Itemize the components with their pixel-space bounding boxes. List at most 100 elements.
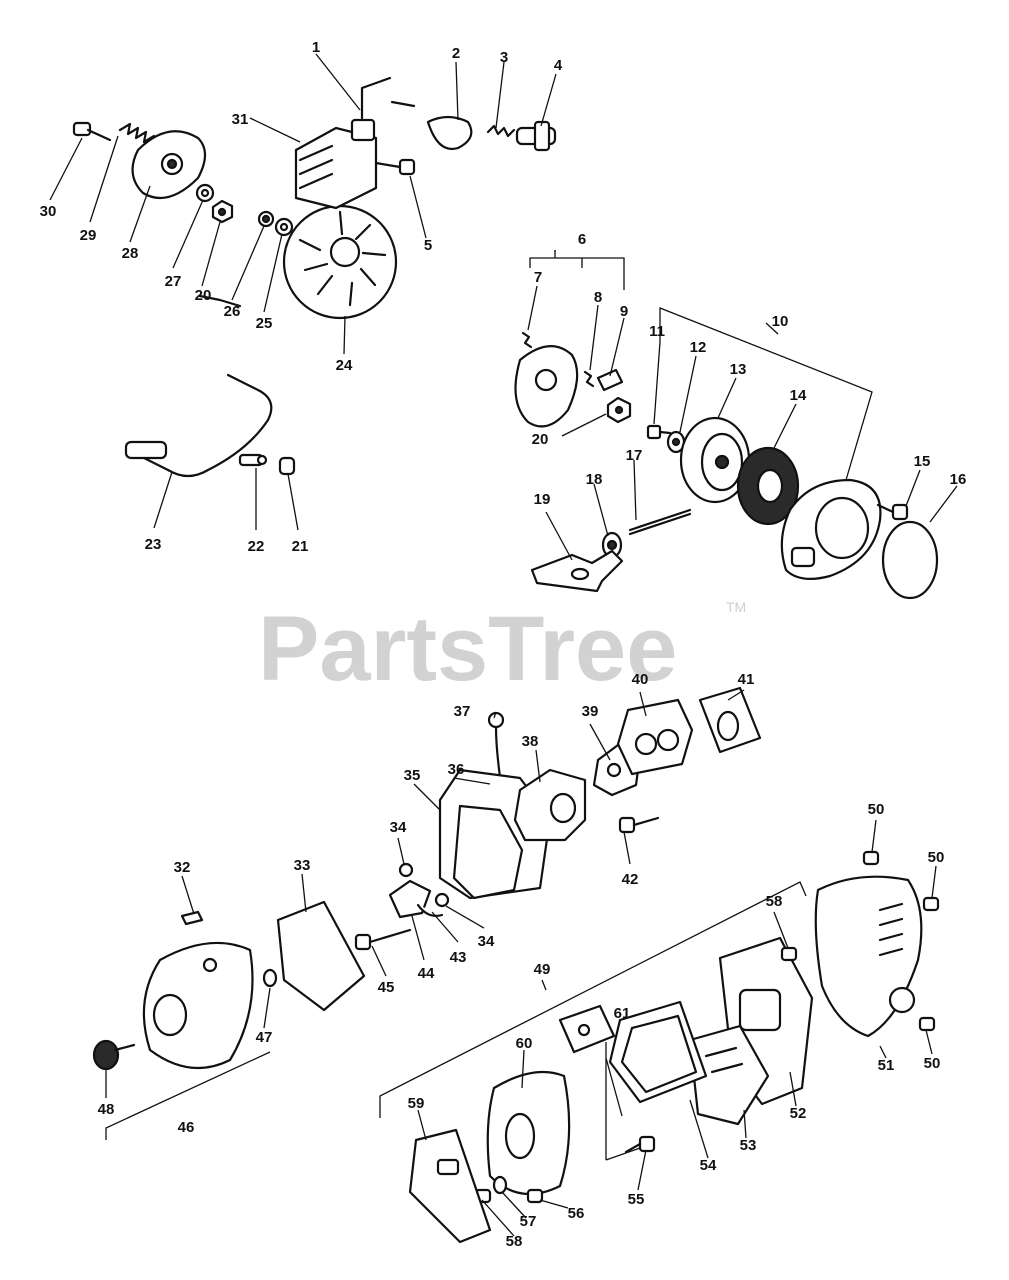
watermark-trademark: TM [726,599,746,615]
callout-50a: 50 [868,801,885,818]
callout-20-mid: 20 [532,431,549,448]
washer-26 [257,210,275,228]
callout-13: 13 [730,361,747,378]
recoil-spring-14 [736,446,800,526]
callout-40: 40 [632,671,649,688]
bolt-50c [918,1016,936,1032]
callout-26: 26 [224,303,241,320]
callout-33: 33 [294,857,311,874]
muffler-60 [486,1070,571,1196]
spring-8 [583,370,595,388]
callout-14: 14 [790,387,807,404]
air-cover-46 [142,941,254,1070]
pawl-carrier-6 [514,345,579,428]
callout-31: 31 [232,111,249,128]
cap-4 [515,120,557,152]
callout-53: 53 [740,1137,757,1154]
callout-60: 60 [516,1035,533,1052]
nut-20-top [211,199,234,224]
grommet-47 [262,968,278,988]
callout-labels: 1 2 3 4 5 6 7 8 9 10 11 12 13 14 15 16 1… [40,39,967,1250]
muffler-cover-51 [814,875,923,1038]
spring-3 [486,124,516,138]
washer-27 [195,183,215,203]
callout-32: 32 [174,859,191,876]
clip-43 [416,903,444,917]
terminal-top-wire [198,294,242,308]
terminal-1b [390,100,416,108]
carburetor-38 [513,768,587,842]
callout-1: 1 [312,39,320,56]
callout-55: 55 [628,1191,645,1208]
callout-2: 2 [452,45,460,62]
callout-24: 24 [336,357,353,374]
rope-17 [628,508,692,536]
callout-51: 51 [878,1057,895,1074]
bolt-45 [354,928,412,951]
callout-49: 49 [534,961,551,978]
callout-58a: 58 [766,893,783,910]
callout-44: 44 [418,965,435,982]
washer-25 [274,217,294,237]
gasket-41 [698,686,762,754]
callout-61: 61 [614,1005,631,1022]
callout-20-top: 20 [195,287,212,304]
callout-17: 17 [626,447,643,464]
callout-15: 15 [914,453,931,470]
knob-48 [92,1039,136,1071]
pawl-9 [596,368,624,392]
callout-30: 30 [40,203,57,220]
bolt-30 [72,121,112,142]
callout-59: 59 [408,1095,425,1112]
ignition-module-31 [294,118,378,210]
label-32 [180,910,204,926]
washer-57 [492,1175,508,1195]
insulator-40 [616,698,694,776]
callout-21: 21 [292,538,309,555]
callout-39: 39 [582,703,599,720]
callout-22: 22 [248,538,265,555]
callout-37: 37 [454,703,471,720]
callout-54: 54 [700,1157,717,1174]
callout-58b: 58 [506,1233,523,1250]
callout-27: 27 [165,273,182,290]
callout-47: 47 [256,1029,273,1046]
bolt-50b [922,896,940,912]
handle-19 [530,549,624,593]
callout-12: 12 [690,339,707,356]
parts-artwork [72,76,940,1244]
leader-lines [49,53,958,1237]
callout-11: 11 [649,323,665,340]
callout-4: 4 [554,57,563,74]
screw-15 [876,503,909,521]
callout-42: 42 [622,871,639,888]
callout-3: 3 [500,49,508,66]
callout-46: 46 [178,1119,195,1136]
callout-52: 52 [790,1105,807,1122]
callout-48: 48 [98,1101,115,1118]
bolt-50a [862,850,880,866]
callout-45: 45 [378,979,395,996]
callout-34b: 34 [478,933,495,950]
spring-29 [118,122,156,144]
gasket-16 [881,520,939,600]
callout-19: 19 [534,491,551,508]
spacer-61 [558,1004,616,1054]
callout-36: 36 [448,761,465,778]
watermark-logo: PartsTree [258,598,677,700]
callout-41: 41 [738,671,755,688]
plug-cap-21 [278,456,296,476]
callout-50b: 50 [928,849,945,866]
callout-28: 28 [122,245,139,262]
callout-5: 5 [424,237,432,254]
washer-34b [434,892,450,908]
bolt-58a [780,946,798,962]
gasket-54 [608,1000,708,1104]
callout-10: 10 [772,313,789,330]
bolt-56 [526,1188,544,1204]
starter-housing-10 [780,478,882,581]
wire-1 [360,76,392,120]
washer-34a [398,862,414,878]
callout-29: 29 [80,227,97,244]
